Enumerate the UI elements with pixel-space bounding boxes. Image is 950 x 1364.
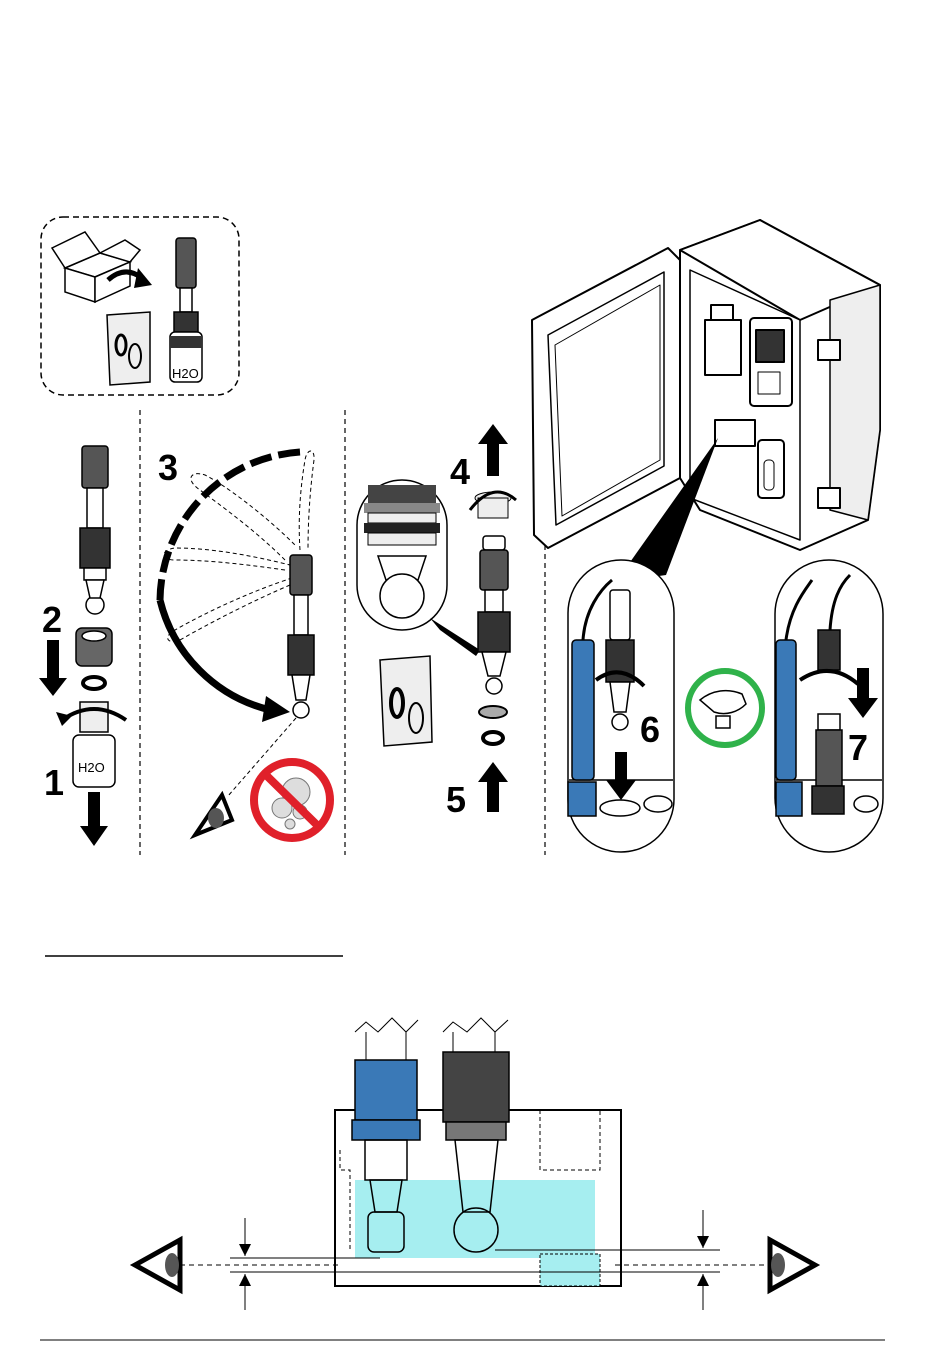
bottle-label-top: H2O (172, 366, 199, 381)
o-ring-pouch-icon (107, 312, 150, 385)
cap-icon-twist (470, 492, 516, 518)
water-fill (355, 1180, 595, 1258)
step-7-callout (775, 560, 883, 852)
step-6-callout (568, 560, 674, 852)
step-1-number: 1 (44, 762, 64, 803)
hand-ok-icon (688, 671, 762, 745)
down-arrow-icon-2 (80, 792, 108, 846)
magnified-junction-callout (357, 480, 447, 630)
o-ring-icon-black (483, 732, 503, 744)
sensor-icon-col3 (478, 536, 510, 694)
step-4-5-column: 4 5 (357, 424, 516, 820)
sensor-icon-upright (288, 555, 314, 718)
bottle-label-step1: H2O (78, 760, 105, 775)
eye-icon-left (135, 1240, 180, 1290)
analyzer-enclosure (532, 220, 880, 550)
display-screen (756, 330, 784, 362)
o-ring-pouch-icon-2 (380, 656, 432, 746)
step-4-number: 4 (450, 451, 470, 492)
sensor-icon (80, 446, 110, 614)
unboxing-panel: H2O (41, 217, 239, 395)
cap-icon (76, 628, 112, 666)
step-1-2-column: 2 H2O 1 (39, 446, 126, 846)
up-arrow-icon-2 (478, 762, 508, 812)
step-3-column: 3 (158, 447, 330, 838)
o-ring-icon-grey (479, 706, 507, 718)
blue-probe (572, 640, 594, 780)
eye-icon (195, 795, 232, 835)
shake-arc (160, 452, 300, 600)
step-3-number: 3 (158, 447, 178, 488)
up-arrow-icon (478, 424, 508, 476)
eye-icon-right (770, 1240, 815, 1290)
step-7-number: 7 (848, 727, 868, 768)
swing-arrow-icon (160, 600, 270, 710)
no-bubbles-icon (254, 762, 330, 838)
o-ring-icon (83, 677, 105, 689)
step-2-number: 2 (42, 599, 62, 640)
step-5-number: 5 (446, 779, 466, 820)
down-arrow-icon (39, 640, 67, 696)
step-6-number: 6 (640, 709, 660, 750)
sample-chamber-diagram (135, 1018, 815, 1310)
open-box-icon (52, 232, 140, 302)
sensor-with-storage-bottle-icon (170, 238, 202, 382)
